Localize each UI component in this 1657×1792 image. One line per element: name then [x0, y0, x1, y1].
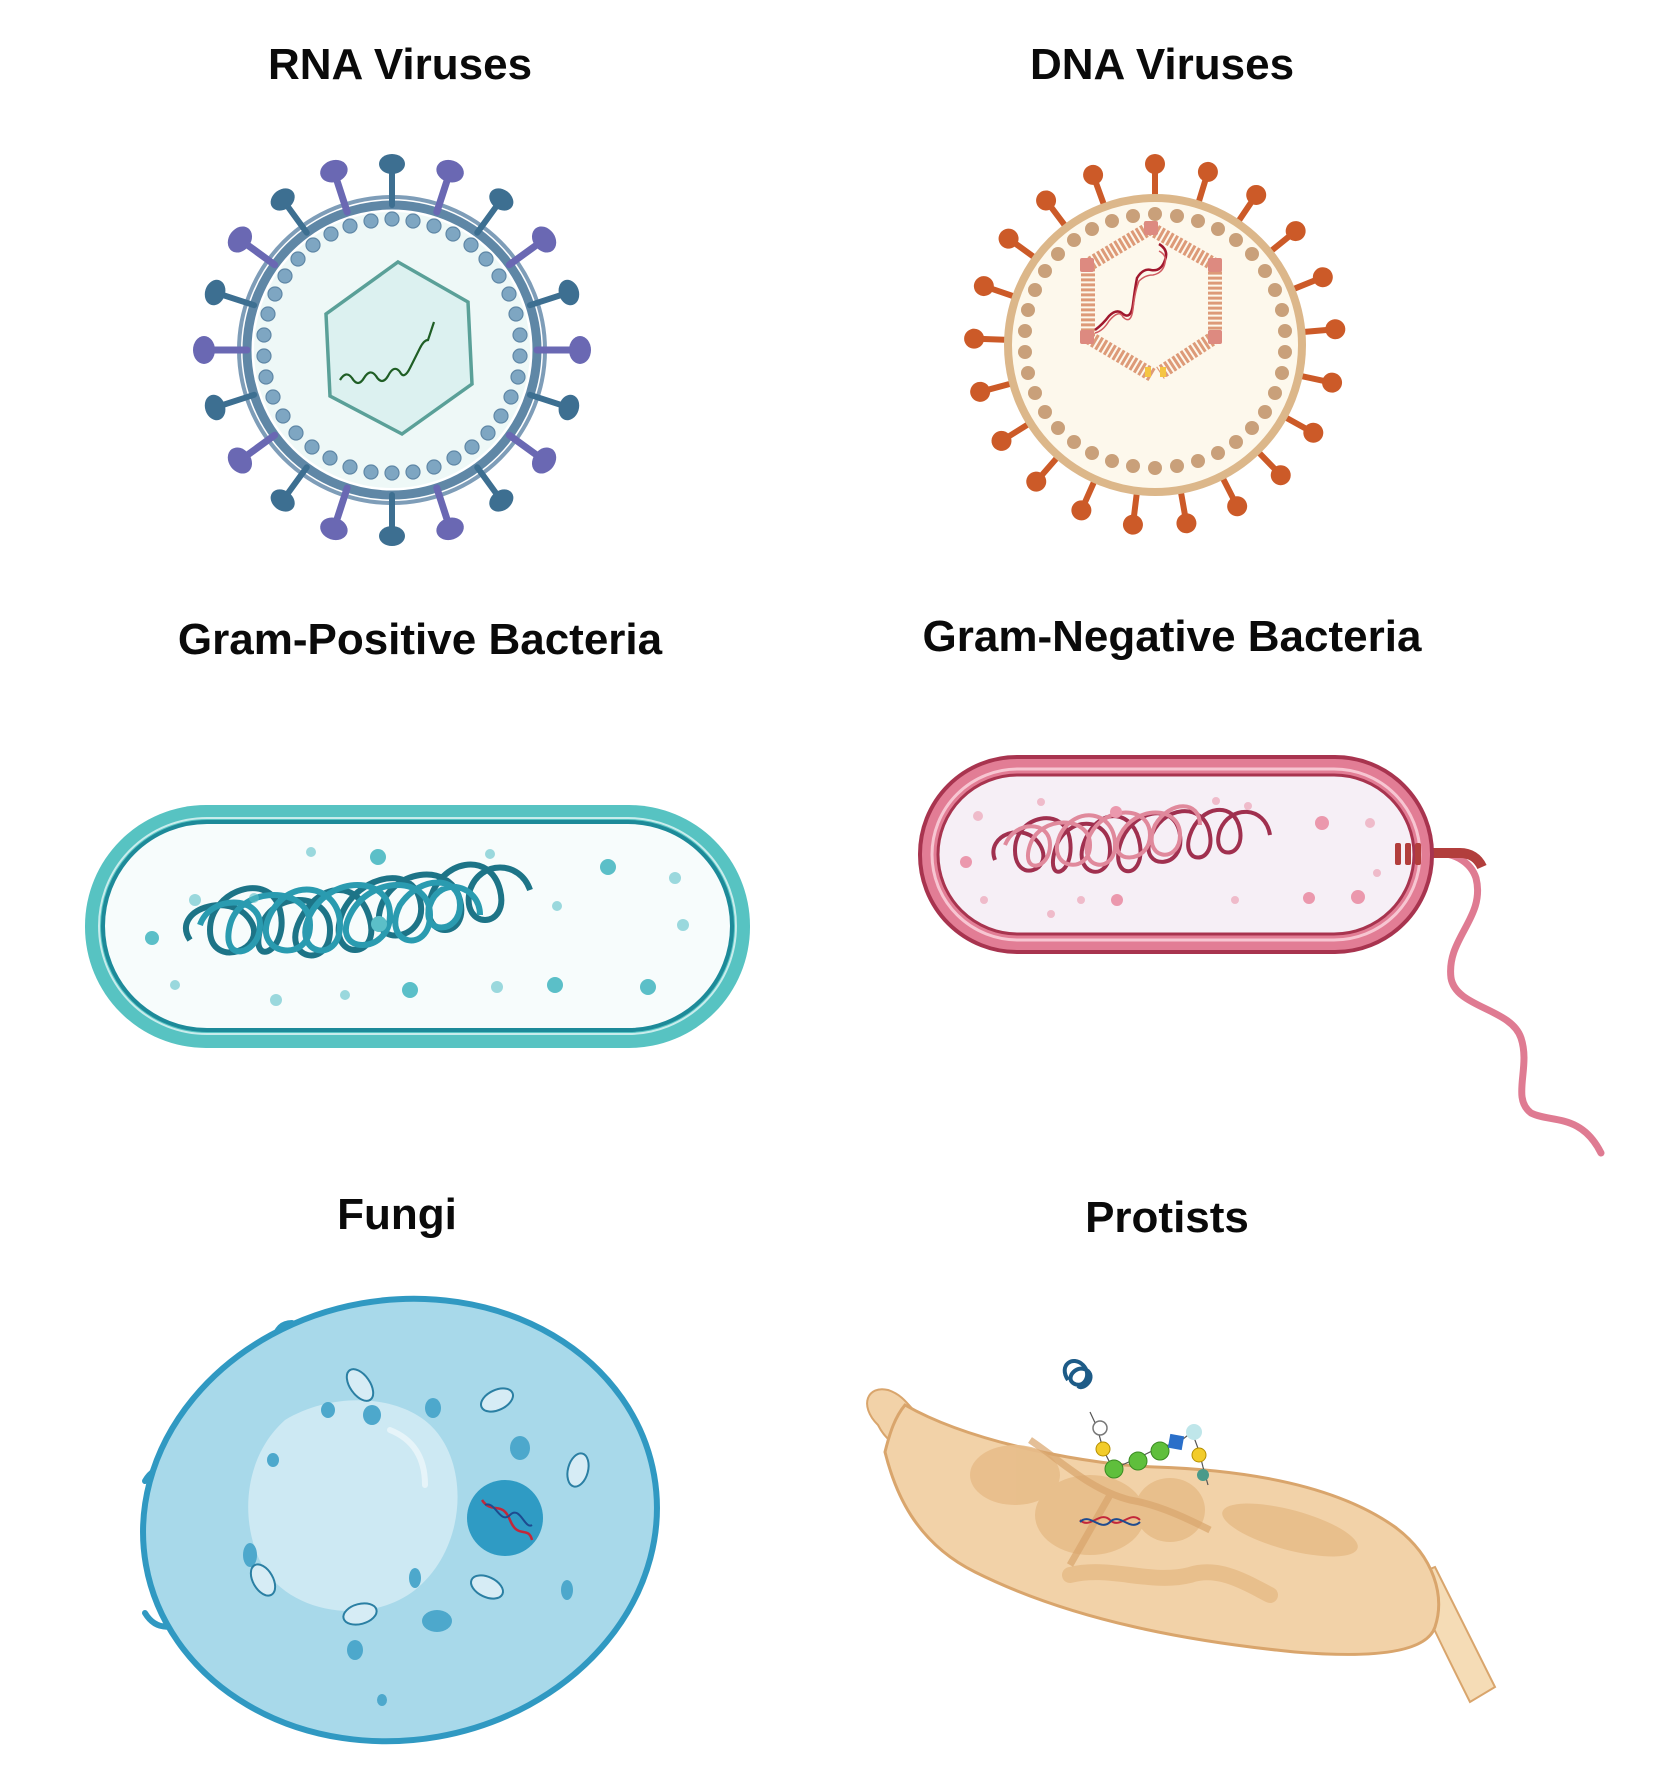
protist-illustration: [866, 1359, 1497, 1704]
dna-viruses-title: DNA Viruses: [1029, 40, 1295, 89]
rna-virus-illustration: [193, 154, 591, 546]
protists-title: Protists: [1085, 1193, 1249, 1242]
gram-negative-bacterium-illustration: [918, 755, 1605, 1157]
gram-positive-bacterium-illustration: [85, 805, 750, 1048]
fungi-title: Fungi: [337, 1190, 457, 1239]
gram-negative-title: Gram-Negative Bacteria: [922, 612, 1422, 661]
dna-virus-illustration: [964, 154, 1346, 535]
gram-positive-title: Gram-Positive Bacteria: [177, 615, 663, 664]
fungal-cell-illustration: [140, 1295, 660, 1745]
rna-viruses-title: RNA Viruses: [267, 40, 533, 89]
